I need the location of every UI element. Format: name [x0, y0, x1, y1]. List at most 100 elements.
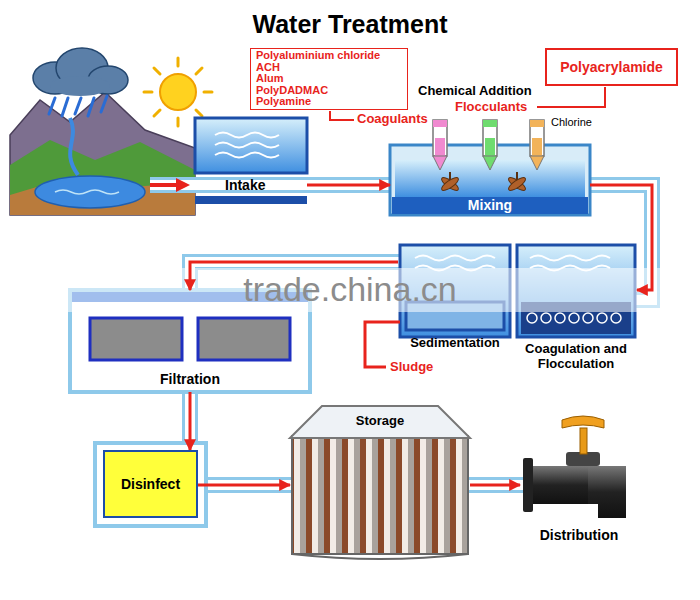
- disinfect-housing: [95, 443, 206, 526]
- chemical-dispenser: [483, 120, 497, 156]
- watermark-band: [0, 268, 700, 312]
- node-text: Filtration: [160, 371, 220, 387]
- rain-cloud: [49, 96, 107, 116]
- landscape: [10, 92, 195, 215]
- watermark-band: [0, 268, 700, 312]
- coagulation-tank: [555, 313, 565, 323]
- water-tap: [580, 428, 587, 454]
- intake-tank: [195, 196, 307, 204]
- sun: [144, 58, 212, 126]
- storage-tank: [290, 406, 470, 559]
- flow-arrow: [307, 184, 390, 187]
- water-tap: [523, 416, 626, 518]
- rain-cloud: [33, 48, 128, 116]
- flow-arrow: [470, 484, 520, 487]
- mixing-tank: [390, 145, 590, 215]
- mixer: [507, 175, 527, 192]
- chemical-label: Chlorine: [551, 116, 592, 129]
- coagulation-tank: [597, 313, 607, 323]
- storage-tank: [290, 406, 470, 438]
- section-heading: Chemical Addition: [418, 84, 532, 99]
- intake-tank: Intake: [195, 118, 307, 204]
- water-tap: [562, 416, 604, 428]
- chemical-dispenser: [435, 138, 445, 156]
- chemical-dispenser: [530, 120, 544, 127]
- mixer: [440, 172, 460, 193]
- source-arrow: [150, 183, 178, 187]
- coagulation-tank: [527, 313, 537, 323]
- chemical-dispenser: [485, 138, 495, 156]
- node-text: Coagulation and Flocculation: [517, 342, 635, 372]
- disinfect-housing: [95, 443, 206, 526]
- filtration-unit: [198, 318, 290, 360]
- landscape: [10, 92, 195, 215]
- flow-arrow: [590, 185, 652, 290]
- coagulation-tank: [583, 313, 593, 323]
- mixing-tank: Mixing: [390, 145, 590, 215]
- chemical-dispenser: [483, 156, 497, 170]
- storage-tank: [292, 436, 468, 554]
- chemical-dispenser: [530, 120, 544, 170]
- flow-arrow: [189, 392, 192, 450]
- filtration-unit: [90, 318, 182, 360]
- chemical-dispenser: [530, 120, 544, 156]
- rain-cloud: [50, 76, 110, 96]
- chemical-dispenser: [433, 120, 447, 156]
- chemical-dispenser: [483, 120, 497, 127]
- flow-arrow: [198, 484, 290, 487]
- diagram-title: Water Treatment: [0, 10, 700, 39]
- water-tap: [523, 458, 533, 512]
- mixer: [507, 175, 527, 192]
- chemical-dispenser: [483, 120, 497, 170]
- storage-tank: [292, 554, 468, 559]
- chemical-dispenser: [532, 138, 542, 156]
- chemical-group-label: Coagulants: [357, 112, 428, 127]
- landscape: [35, 176, 145, 208]
- disinfect-box: Disinfect: [103, 450, 198, 518]
- waste-label: Sludge: [390, 360, 433, 375]
- mixer: [440, 175, 460, 192]
- intake-tank: [195, 118, 307, 204]
- coagulation-tank: [527, 313, 621, 323]
- watermark: trade.china.cn: [243, 270, 457, 309]
- node-text: Distribution: [540, 527, 619, 543]
- landscape: [55, 190, 119, 194]
- chemical-dispenser: [433, 156, 447, 170]
- node-text: Polyamine: [256, 96, 311, 108]
- coagulant-list-box: Polyaluminium chlorideACHAlumPolyDADMACP…: [250, 48, 408, 110]
- mixing-tank: [392, 197, 588, 214]
- intake-tank: [195, 118, 307, 173]
- flocculant-box: Polyacrylamide: [545, 48, 678, 86]
- node-text: Polyaluminium chloride: [256, 50, 380, 62]
- mixer: [507, 172, 527, 193]
- chemical-dispenser: [433, 120, 447, 127]
- sun: [144, 58, 212, 126]
- coagulation-tank: [611, 313, 621, 323]
- sun: [160, 74, 196, 110]
- chemical-leader: [330, 111, 354, 120]
- coagulation-tank: [569, 313, 579, 323]
- chemical-group-label: Flocculants: [455, 100, 527, 115]
- node-text: Storage: [356, 414, 404, 429]
- water-tap: [588, 466, 626, 518]
- node-text: Mixing: [468, 197, 512, 213]
- node-text: PolyDADMAC: [256, 85, 328, 97]
- coagulation-tank: [541, 313, 551, 323]
- mixer: [440, 175, 460, 192]
- chemical-leader: [537, 87, 605, 107]
- mixing-tank: [390, 145, 590, 215]
- source-arrow: [176, 178, 190, 192]
- distribution-tap: Distribution: [520, 410, 638, 546]
- coagulation-tank: Coagulation and Flocculation: [515, 243, 637, 373]
- intake-tank: [215, 133, 279, 158]
- chemical-dispenser: [530, 156, 544, 170]
- node-text: ACH: [256, 62, 280, 74]
- node-text: Polyacrylamide: [560, 59, 663, 75]
- storage-tank: Storage: [290, 405, 470, 558]
- source-arrow: [150, 178, 190, 192]
- node-text: Disinfect: [121, 476, 180, 492]
- node-text: Intake: [225, 177, 265, 193]
- node-text: Sedimentation: [410, 336, 500, 351]
- node-text: Alum: [256, 73, 284, 85]
